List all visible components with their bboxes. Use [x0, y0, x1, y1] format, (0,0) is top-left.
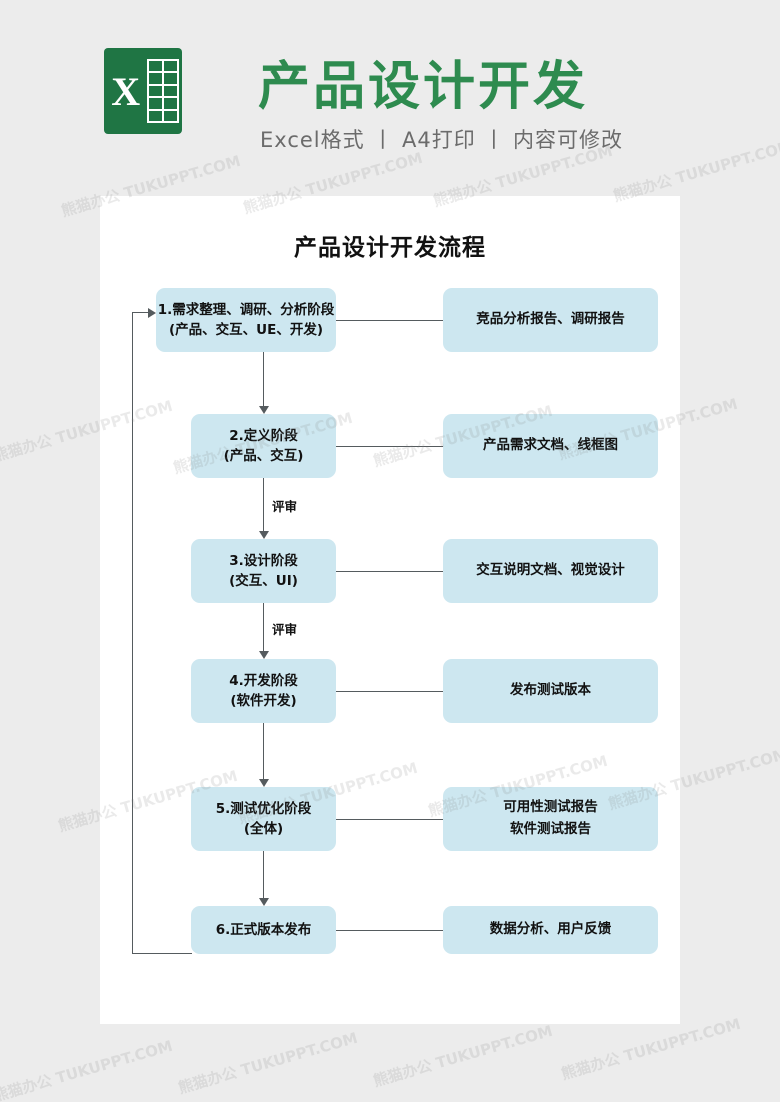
- deliverable-line: 发布测试版本: [510, 682, 591, 699]
- flow-node-line: (产品、交互): [223, 448, 304, 464]
- flow-node-step-6[interactable]: 6.正式版本发布: [191, 906, 336, 954]
- flow-node-step-3[interactable]: 3.设计阶段 (交互、UI): [191, 539, 336, 603]
- flow-node-line: (产品、交互、UE、开发): [168, 322, 324, 338]
- deliverable-node-2[interactable]: 产品需求文档、线框图: [443, 414, 658, 478]
- watermark: 熊猫办公 TUKUPPT.COM: [0, 1036, 175, 1102]
- flow-node-line: 4.开发阶段: [229, 672, 298, 689]
- link-step4-deliverable4: [336, 691, 443, 693]
- loop-bottom-segment: [132, 953, 192, 955]
- excel-logo-letter: X: [111, 68, 141, 114]
- watermark: 熊猫办公 TUKUPPT.COM: [176, 1028, 360, 1098]
- document-canvas: 产品设计开发流程 1.需求整理、调研、分析阶段 (产品、交互、UE、开发) 2.…: [100, 196, 680, 1024]
- connector-step5-step6: [263, 851, 265, 898]
- link-step6-deliverable6: [336, 930, 443, 932]
- deliverable-node-3[interactable]: 交互说明文档、视觉设计: [443, 539, 658, 603]
- link-step1-deliverable1: [336, 320, 443, 322]
- deliverable-line: 软件测试报告: [510, 821, 591, 837]
- link-step3-deliverable3: [336, 571, 443, 573]
- diagram-title: 产品设计开发流程: [294, 235, 486, 261]
- spreadsheet-icon: [147, 59, 179, 123]
- connector-step4-step5: [263, 723, 265, 779]
- arrow-step1-step2: [259, 406, 269, 414]
- arrow-step3-step4: [259, 651, 269, 659]
- flow-node-line: 3.设计阶段: [229, 552, 298, 569]
- link-step5-deliverable5: [336, 819, 443, 821]
- page-subtitle: Excel格式 丨 A4打印 丨 内容可修改: [260, 128, 624, 152]
- flow-node-step-4[interactable]: 4.开发阶段 (软件开发): [191, 659, 336, 723]
- arrow-step2-step3: [259, 531, 269, 539]
- deliverable-line: 竞品分析报告、调研报告: [476, 311, 625, 328]
- link-step2-deliverable2: [336, 446, 443, 448]
- deliverable-node-4[interactable]: 发布测试版本: [443, 659, 658, 723]
- page-title: 产品设计开发: [258, 57, 589, 117]
- flow-node-line: 6.正式版本发布: [215, 921, 312, 938]
- flow-node-line: 5.测试优化阶段: [215, 800, 312, 817]
- arrow-step4-step5: [259, 779, 269, 787]
- watermark: 熊猫办公 TUKUPPT.COM: [371, 1021, 555, 1091]
- loop-left-segment: [132, 312, 134, 953]
- connector-step3-step4: [263, 603, 265, 651]
- deliverable-node-1[interactable]: 竞品分析报告、调研报告: [443, 288, 658, 352]
- edge-label-review-1: 评审: [270, 496, 300, 515]
- flow-node-line: (全体): [243, 821, 284, 837]
- flow-node-step-1[interactable]: 1.需求整理、调研、分析阶段 (产品、交互、UE、开发): [156, 288, 336, 352]
- flow-node-step-5[interactable]: 5.测试优化阶段 (全体): [191, 787, 336, 851]
- loop-top-segment: [132, 312, 150, 314]
- flow-node-line: 2.定义阶段: [229, 427, 298, 444]
- arrow-loop-to-step1: [148, 308, 156, 318]
- header-banner: X 产品设计开发 Excel格式 丨 A4打印 丨 内容可修改: [0, 0, 780, 190]
- arrow-step5-step6: [259, 898, 269, 906]
- flow-node-line: 1.需求整理、调研、分析阶段: [157, 301, 335, 318]
- deliverable-line: 交互说明文档、视觉设计: [476, 562, 625, 579]
- edge-label-review-2: 评审: [270, 619, 300, 638]
- deliverable-line: 数据分析、用户反馈: [489, 921, 612, 938]
- connector-step2-step3: [263, 478, 265, 531]
- connector-step1-step2: [263, 352, 265, 406]
- flow-node-line: (软件开发): [230, 693, 297, 709]
- deliverable-node-6[interactable]: 数据分析、用户反馈: [443, 906, 658, 954]
- excel-logo: X: [104, 48, 182, 134]
- flow-node-line: (交互、UI): [229, 573, 298, 589]
- flow-node-step-2[interactable]: 2.定义阶段 (产品、交互): [191, 414, 336, 478]
- deliverable-line: 产品需求文档、线框图: [483, 437, 618, 454]
- deliverable-line: 可用性测试报告: [503, 799, 598, 816]
- deliverable-node-5[interactable]: 可用性测试报告 软件测试报告: [443, 787, 658, 851]
